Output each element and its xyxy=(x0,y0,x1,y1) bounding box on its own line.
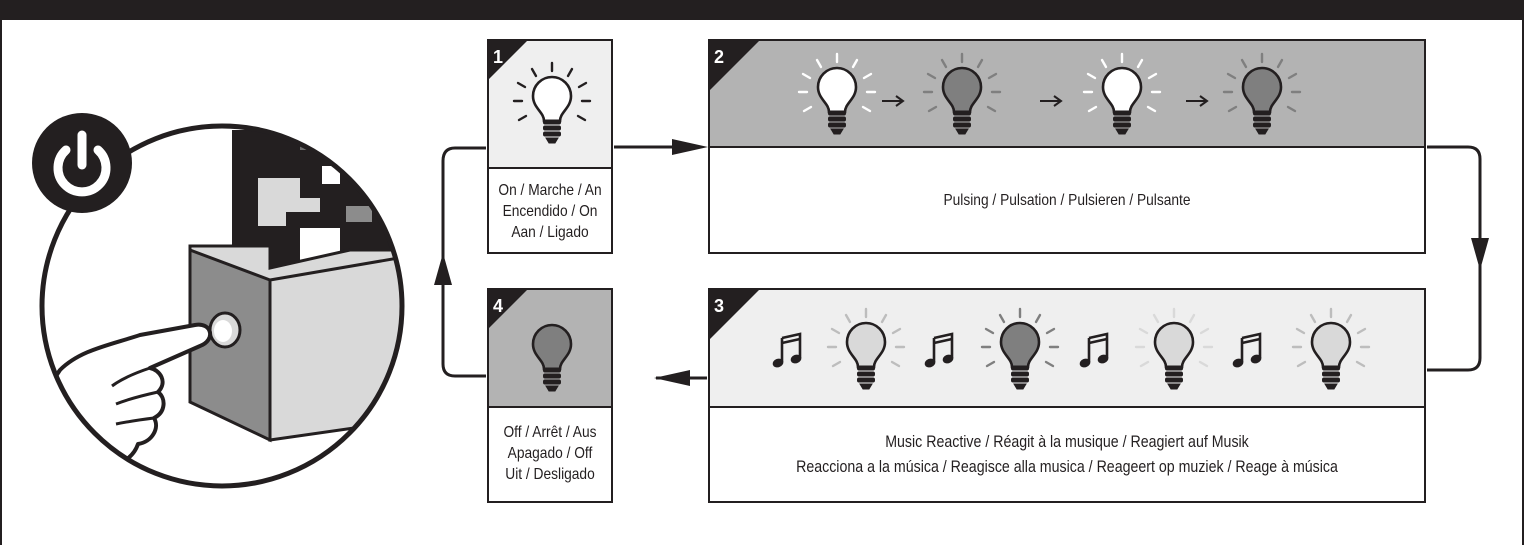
caption-line: On / Marche / An xyxy=(498,181,602,199)
arrow-right-icon xyxy=(1040,95,1063,107)
step-1-box: 1 xyxy=(487,39,613,254)
step-4-caption: Off / Arrêt / Aus Apagado / Off Uit / De… xyxy=(485,414,616,492)
step-badge xyxy=(488,289,528,329)
arrow-right-icon xyxy=(672,139,708,155)
top-bar xyxy=(0,0,1524,20)
step-2-caption: Pulsing / Pulsation / Pulsieren / Pulsan… xyxy=(759,148,1375,252)
caption-line: Pulsing / Pulsation / Pulsieren / Pulsan… xyxy=(943,191,1191,209)
step-3-caption: Music Reactive / Réagit à la musique / R… xyxy=(759,408,1375,501)
step-number: 2 xyxy=(714,47,724,67)
caption-line: Apagado / Off xyxy=(507,444,593,462)
arrow-left-icon xyxy=(654,370,690,386)
step-4-box: 4 xyxy=(487,288,613,503)
caption-line: Aan / Ligado xyxy=(511,223,589,241)
arrow-down-icon xyxy=(1471,238,1489,270)
power-button-illustration xyxy=(32,113,405,489)
step-badge xyxy=(488,40,528,80)
caption-line: Music Reactive / Réagit à la musique / R… xyxy=(885,432,1249,451)
flow-connectors xyxy=(441,145,1482,380)
arrow-up-icon xyxy=(434,253,452,285)
step-badge xyxy=(709,289,760,340)
step-2-box: 2 xyxy=(708,39,1426,254)
step-number: 4 xyxy=(493,296,503,316)
arrow-right-icon xyxy=(882,95,905,107)
caption-line: Uit / Desligado xyxy=(505,465,595,483)
arrow-right-icon xyxy=(1186,95,1209,107)
power-icon xyxy=(32,113,132,213)
caption-line: Off / Arrêt / Aus xyxy=(503,423,597,441)
step-number: 1 xyxy=(493,47,503,67)
caption-line: Encendido / On xyxy=(502,202,598,220)
page-frame xyxy=(0,20,1524,545)
flow-arrowheads xyxy=(434,139,1489,386)
step-badge xyxy=(709,40,760,91)
caption-line: Reacciona a la música / Reagisce alla mu… xyxy=(796,457,1338,476)
step-1-caption: On / Marche / An Encendido / On Aan / Li… xyxy=(485,172,616,250)
step-3-box: 3 xyxy=(708,288,1426,503)
step-number: 3 xyxy=(714,296,724,316)
